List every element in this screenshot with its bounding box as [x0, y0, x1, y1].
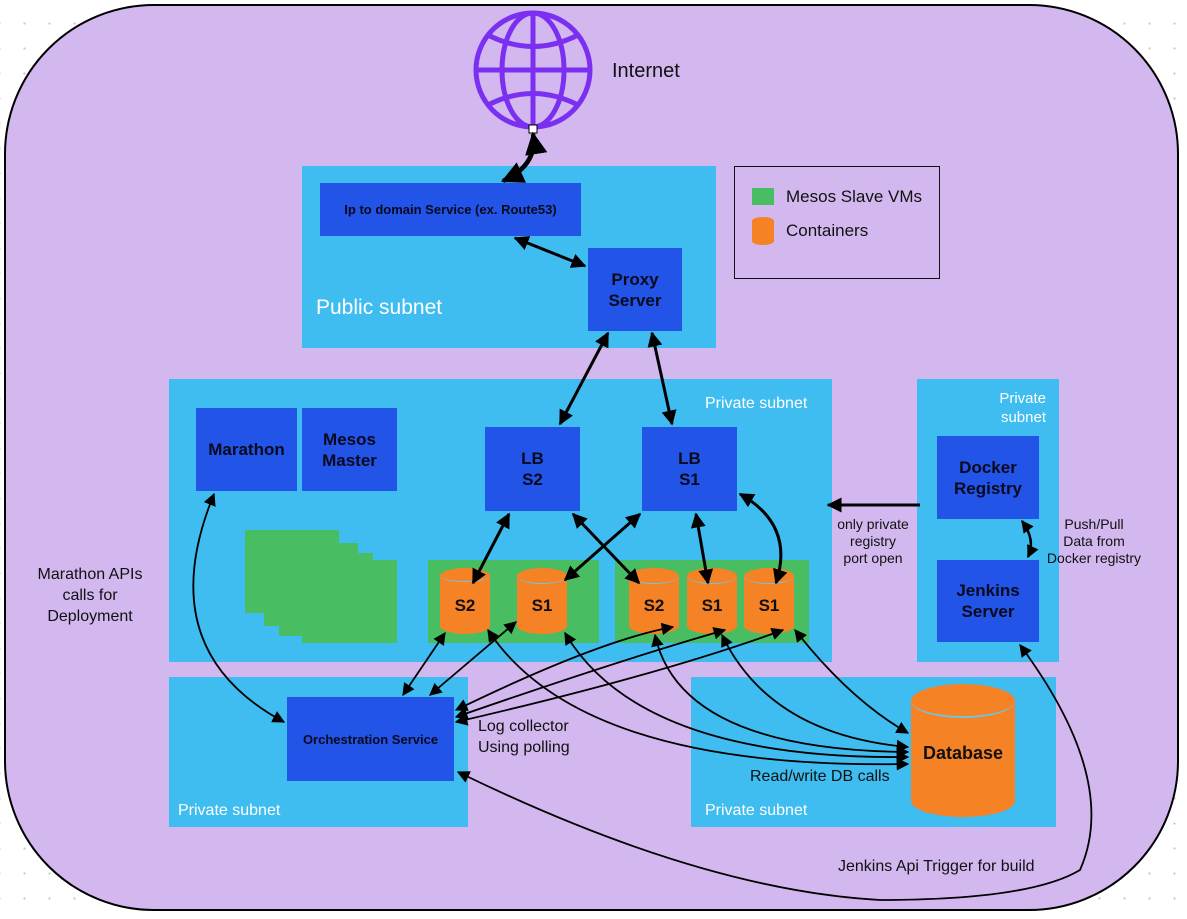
container-vm2-s2[interactable]: S2	[629, 568, 679, 634]
container-label: S1	[531, 596, 553, 615]
legend-swatch-container	[752, 217, 774, 245]
marathon-api-annotation: Marathon APIs calls for Deployment	[37, 566, 143, 625]
private-subnet-database-label: Private subnet	[705, 802, 808, 819]
legend-swatch-vm	[752, 188, 774, 205]
db-calls-annotation: Read/write DB calls	[750, 768, 890, 785]
internet-label: Internet	[612, 60, 680, 82]
legend-label-vm: Mesos Slave VMs	[786, 187, 923, 206]
jenkins-trigger-annotation: Jenkins Api Trigger for build	[838, 858, 1035, 875]
lb-s1[interactable]: LB S1	[642, 427, 737, 511]
private-subnet-registry-label: Private subnet	[999, 390, 1046, 426]
docker-registry[interactable]: Docker Registry	[937, 436, 1039, 519]
private-subnet-main-label: Private subnet	[705, 395, 808, 412]
container-vm2-s1-b[interactable]: S1	[744, 568, 794, 634]
container-label: S2	[643, 596, 665, 615]
ip-to-domain-service[interactable]: Ip to domain Service (ex. Route53)	[320, 183, 581, 236]
legend: Mesos Slave VMs Containers	[734, 166, 940, 279]
container-label: S1	[701, 596, 723, 615]
container-vm1-s1[interactable]: S1	[517, 568, 567, 634]
vm-stack-4	[302, 560, 397, 643]
lb-s2[interactable]: LB S2	[485, 427, 580, 511]
legend-label-container: Containers	[786, 221, 869, 240]
database-label: Database	[922, 743, 1004, 763]
container-vm1-s2[interactable]: S2	[440, 568, 490, 634]
proxy-server[interactable]: Proxy Server	[588, 248, 682, 331]
orchestration-service[interactable]: Orchestration Service	[287, 697, 454, 781]
registry-port-annotation: only private registry port open	[837, 516, 909, 566]
container-label: S1	[758, 596, 780, 615]
mesos-master[interactable]: Mesos Master	[302, 408, 397, 491]
jenkins-server[interactable]: Jenkins Server	[937, 560, 1039, 642]
database[interactable]: Database	[911, 684, 1015, 817]
log-collector-annotation: Log collector Using polling	[478, 718, 570, 756]
push-pull-annotation: Push/Pull Data from Docker registry	[1046, 516, 1142, 566]
private-subnet-orchestration-label: Private subnet	[178, 802, 281, 819]
marathon[interactable]: Marathon	[196, 408, 297, 491]
public-subnet-label: Public subnet	[316, 296, 443, 319]
container-vm2-s1-a[interactable]: S1	[687, 568, 737, 634]
container-label: S2	[454, 596, 476, 615]
